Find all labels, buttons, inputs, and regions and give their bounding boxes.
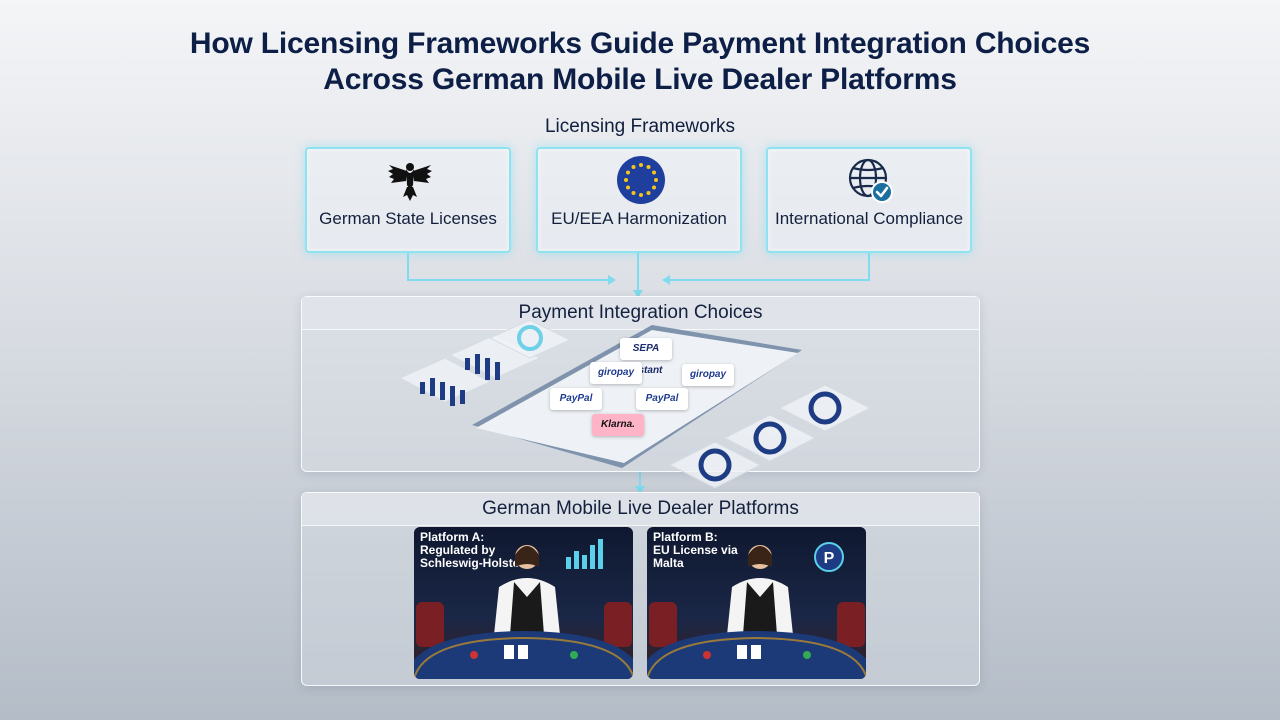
arrow-from-german bbox=[407, 253, 608, 281]
arrow-from-international bbox=[670, 253, 870, 281]
framework-label: German State Licenses bbox=[319, 209, 497, 228]
payment-method-giropay: giropay bbox=[590, 362, 642, 384]
payment-method-paypal: PayPal bbox=[550, 388, 602, 410]
chart-tile-icon bbox=[398, 334, 542, 406]
eu-flag-icon bbox=[617, 156, 665, 204]
payment-method-giropay: giropay bbox=[682, 364, 734, 386]
eagle-icon bbox=[388, 163, 432, 201]
framework-card-international: International Compliance bbox=[766, 147, 972, 253]
payment-method-klarna: Klarna. bbox=[592, 414, 644, 436]
live-dealer-scene-icon bbox=[414, 539, 633, 679]
payment-method-paypal: PayPal bbox=[636, 388, 688, 410]
bar-chart-icon bbox=[566, 539, 603, 569]
platform-title: Platform A: Regulated by Schleswig-Holst… bbox=[420, 530, 531, 570]
framework-card-german-state: German State Licenses bbox=[305, 147, 511, 253]
framework-card-eu-eea: EU/EEA Harmonization bbox=[536, 147, 742, 253]
live-dealer-platforms-panel: German Mobile Live Dealer Platforms bbox=[301, 492, 980, 686]
framework-label: International Compliance bbox=[774, 209, 964, 228]
svg-text:P: P bbox=[824, 550, 835, 567]
live-dealer-platforms-heading: German Mobile Live Dealer Platforms bbox=[302, 493, 979, 526]
payment-integration-heading: Payment Integration Choices bbox=[302, 297, 979, 330]
payment-method-sepa: SEPA Instant bbox=[620, 338, 672, 376]
right-donut-tiles-icon bbox=[668, 384, 872, 489]
globe-check-icon bbox=[848, 158, 893, 203]
platform-title: Platform B: EU License via Malta bbox=[653, 530, 738, 570]
p-badge-icon: P bbox=[814, 542, 844, 572]
platform-card-a: Platform A: Regulated by Schleswig-Holst… bbox=[414, 527, 633, 679]
licensing-frameworks-heading: Licensing Frameworks bbox=[544, 116, 736, 137]
platform-card-b: Platform B: EU License via Malta P bbox=[647, 527, 866, 679]
framework-label: EU/EEA Harmonization bbox=[551, 209, 727, 228]
live-dealer-scene-icon: P bbox=[647, 542, 866, 679]
donut-tile-icon bbox=[488, 320, 572, 359]
page-title: How Licensing Frameworks Guide Payment I… bbox=[189, 27, 1091, 96]
